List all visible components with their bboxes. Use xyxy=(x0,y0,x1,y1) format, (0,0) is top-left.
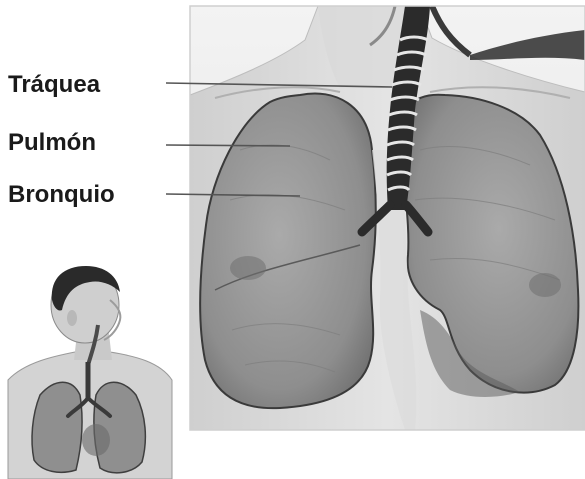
inset-left-lung xyxy=(32,382,82,472)
chest-illustration xyxy=(190,6,585,430)
leader-line-lung xyxy=(166,145,290,146)
label-lung: Pulmón xyxy=(8,129,96,156)
inset-ear xyxy=(67,310,77,326)
inset-heart xyxy=(82,424,110,456)
label-bronchus: Bronquio xyxy=(8,181,115,208)
left-lung-hilum xyxy=(230,256,266,280)
right-lung-hilum xyxy=(529,273,561,297)
label-trachea: Tráquea xyxy=(8,71,101,98)
human-torso-respiratory-icon xyxy=(8,266,172,479)
